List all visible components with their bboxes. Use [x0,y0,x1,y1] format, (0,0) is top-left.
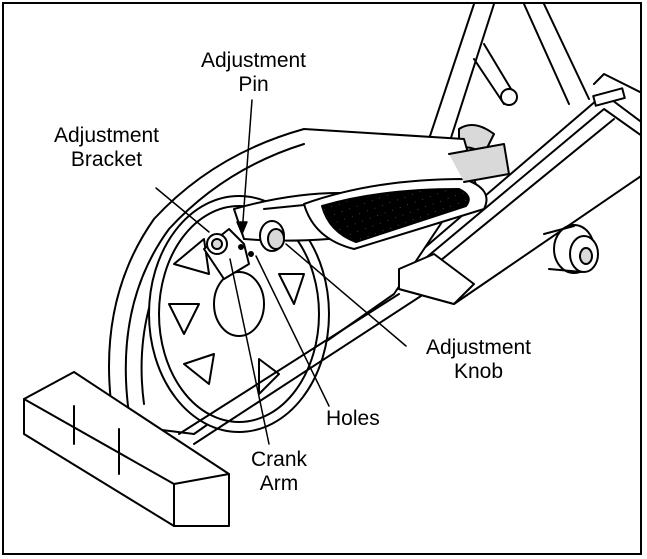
leader-holes [255,255,330,407]
arrow-adjustment-pin [236,221,248,235]
elliptical-trainer-illustration [23,4,640,527]
label-crank-arm: Crank Arm [250,448,308,495]
label-adjustment-pin: Adjustment Pin [200,49,307,96]
label-adjustment-bracket: Adjustment Bracket [53,124,160,171]
crank-arm [203,228,254,280]
flywheel [148,195,330,433]
label-adjustment-knob: Adjustment Knob [425,336,532,383]
adjustment-knob [259,220,285,252]
rear-wheel [543,224,599,274]
leader-crank-arm [229,258,270,445]
base [23,293,425,527]
leader-lines [155,99,407,445]
label-holes: Holes [326,407,380,430]
rear-stabilizer [398,253,475,305]
leader-adjustment-knob [285,243,407,347]
leader-adjustment-bracket [155,187,210,233]
rail [393,73,640,305]
pedal [303,143,510,250]
diagram-frame: Adjustment Pin Adjustment Bracket Adjust… [2,2,642,555]
leader-adjustment-pin [241,99,253,235]
